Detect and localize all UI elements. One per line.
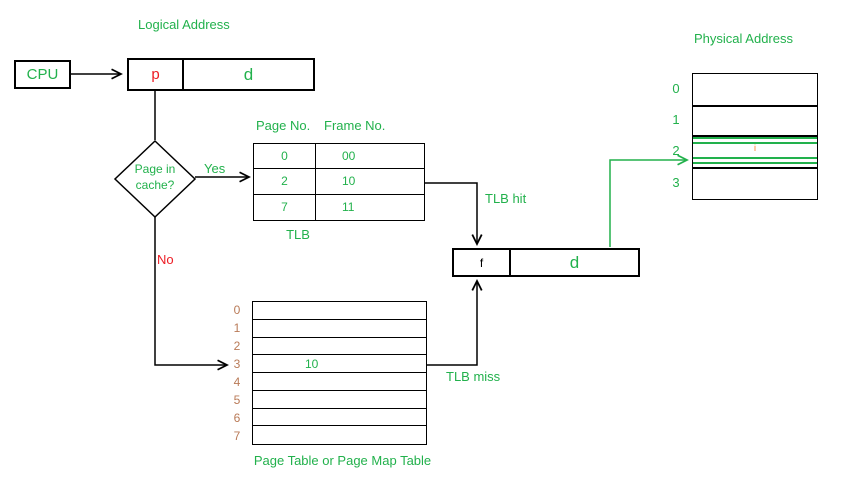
tlb-cell-page-1: 2 xyxy=(254,169,316,195)
decision-text-line2: cache? xyxy=(135,178,175,192)
tlb-cell-frame-1: 10 xyxy=(316,169,424,195)
yes-label: Yes xyxy=(204,161,226,176)
page-table-row xyxy=(253,409,426,427)
frame-highlight-line xyxy=(693,137,817,139)
frame-highlight-line xyxy=(693,142,817,144)
logical-address-label: Logical Address xyxy=(138,17,230,32)
tlb-miss-label: TLB miss xyxy=(446,369,501,384)
page-table-row-label: 3 xyxy=(233,357,241,371)
frame-offset-field: d xyxy=(569,252,580,272)
page-table-row-label: 2 xyxy=(233,339,241,353)
page-table-row: 10 xyxy=(253,355,426,373)
frame-highlight-line xyxy=(693,162,817,164)
tlb-caption: TLB xyxy=(286,227,310,242)
frame-field: f xyxy=(454,250,511,275)
cpu-label: CPU xyxy=(26,66,59,83)
physical-memory-table: i xyxy=(692,73,818,200)
tlb-frame-no-header: Frame No. xyxy=(324,118,386,133)
frame-content-marker: i xyxy=(754,143,756,153)
page-table-row-label: 4 xyxy=(233,375,241,389)
page-table-row xyxy=(253,391,426,409)
tlb-table: 0 00 2 10 7 11 xyxy=(253,143,425,221)
offset-field: d xyxy=(243,64,254,84)
page-table-row xyxy=(253,338,426,356)
tlb-cell-frame-0: 00 xyxy=(316,144,424,170)
physical-row-label-2: 2 xyxy=(672,143,680,158)
page-table: 10 xyxy=(252,301,427,445)
logical-address-box: p d xyxy=(127,58,315,91)
page-table-row xyxy=(253,373,426,391)
tlb-hit-label: TLB hit xyxy=(485,191,527,206)
physical-row-label-0: 0 xyxy=(672,81,680,96)
page-table-caption: Page Table or Page Map Table xyxy=(253,453,432,468)
physical-row-separator xyxy=(693,105,817,107)
page-table-row-label: 7 xyxy=(233,429,241,443)
page-table-row-label: 1 xyxy=(233,321,241,335)
no-label: No xyxy=(157,252,174,267)
page-table-row-label: 5 xyxy=(233,393,241,407)
tlb-page-no-header: Page No. xyxy=(256,118,311,133)
physical-row-separator xyxy=(693,167,817,169)
page-table-row-labels: 0 1 2 3 4 5 6 7 xyxy=(228,301,246,445)
no-to-page-table-arrow xyxy=(154,217,229,371)
frame-to-physical-memory-arrow xyxy=(609,154,689,247)
physical-row-label-1: 1 xyxy=(672,112,680,127)
tlb-cell-page-0: 0 xyxy=(254,144,316,170)
physical-address-label: Physical Address xyxy=(694,31,793,46)
decision-text-line1: Page in xyxy=(134,162,176,176)
tlb-cell-page-2: 7 xyxy=(254,194,316,220)
page-table-row xyxy=(253,320,426,338)
physical-row-label-3: 3 xyxy=(672,175,680,190)
decision-text: Page in cache? xyxy=(113,161,197,193)
page-number-field: p xyxy=(129,60,184,89)
physical-frame-box: f d xyxy=(452,248,640,277)
frame-highlight-line xyxy=(693,157,817,159)
tlb-hit-arrow xyxy=(425,182,483,246)
page-table-row-label: 0 xyxy=(233,303,241,317)
page-table-row xyxy=(253,426,426,444)
page-table-row-label: 6 xyxy=(233,411,241,425)
tlb-miss-arrow xyxy=(427,279,483,366)
cpu-box: CPU xyxy=(14,60,71,89)
physical-row-separator xyxy=(693,135,817,137)
page-table-row xyxy=(253,302,426,320)
tlb-cell-frame-2: 11 xyxy=(342,200,355,215)
